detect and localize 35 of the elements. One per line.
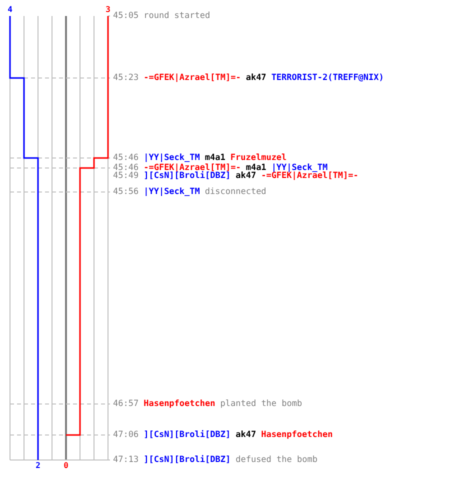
player-name: -=GFEK|Azrael[TM]=-: [261, 171, 358, 181]
player-name: |YY|Seck_TM: [271, 163, 328, 173]
count-label: 0: [64, 462, 68, 470]
player-name: Hasenpfoetchen: [261, 430, 333, 440]
count-label: 2: [36, 462, 40, 470]
count-label: 3: [106, 6, 110, 14]
player-name: -=GFEK|Azrael[TM]=-: [144, 73, 241, 83]
player-name: Hasenpfoetchen: [144, 399, 216, 409]
timestamp: 45:05: [113, 11, 139, 21]
weapon-name: m4a1: [246, 163, 266, 173]
event-text: defused the bomb: [236, 455, 318, 465]
count-label: 4: [8, 6, 12, 14]
timestamp: 45:46: [113, 163, 139, 173]
event-text: disconnected: [204, 187, 266, 197]
timestamp: 45:46: [113, 153, 139, 163]
timestamp: 45:23: [113, 73, 139, 83]
timestamp: 45:56: [113, 187, 139, 197]
timestamp: 45:49: [113, 171, 139, 181]
player-name: Fruzelmuzel: [230, 153, 287, 163]
player-name: ][CsN][Broli[DBZ]: [144, 455, 231, 465]
weapon-name: ak47: [236, 430, 256, 440]
weapon-name: m4a1: [204, 153, 226, 163]
player-name: -=GFEK|Azrael[TM]=-: [144, 163, 241, 173]
event-text: round started: [144, 11, 210, 21]
event-text: planted the bomb: [220, 399, 302, 409]
timestamp: 47:13: [113, 455, 139, 465]
timestamp: 47:06: [113, 430, 139, 440]
weapon-name: ak47: [246, 73, 266, 83]
player-name: ][CsN][Broli[DBZ]: [144, 430, 231, 440]
player-name: |YY|Seck_TM: [144, 187, 200, 197]
player-name: ][CsN][Broli[DBZ]: [144, 171, 231, 181]
player-name: |YY|Seck_TM: [144, 153, 200, 163]
timestamp: 46:57: [113, 399, 139, 409]
player-name: TERRORIST-2(TREFF@NIX): [271, 73, 384, 83]
weapon-name: ak47: [236, 171, 256, 181]
